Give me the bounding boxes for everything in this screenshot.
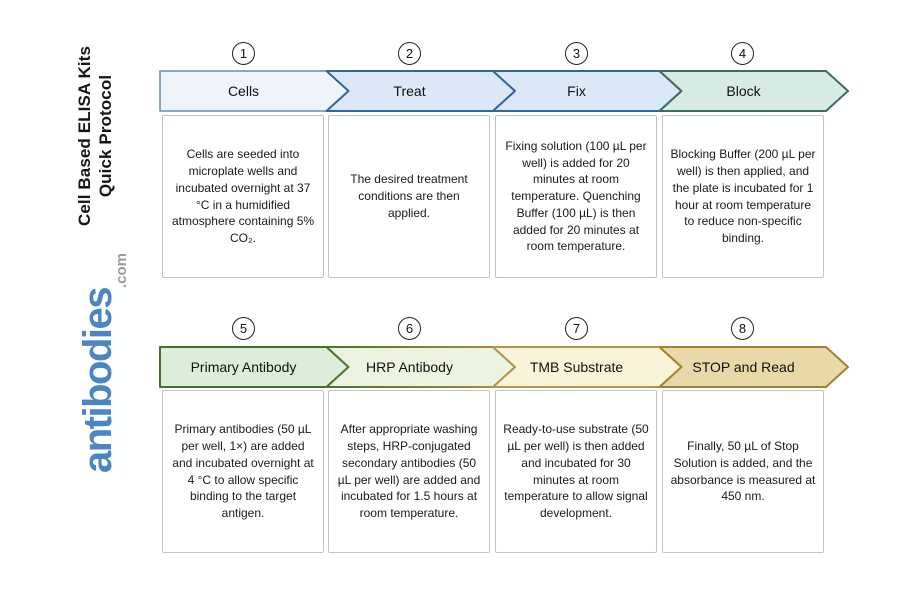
step-number-badge-5: 5 (232, 317, 255, 340)
step-arrow-label-fix: Fix (567, 83, 586, 99)
step-arrow-label-stop-and-read: STOP and Read (692, 359, 795, 375)
step-description-block: Blocking Buffer (200 µL per well) is the… (662, 115, 824, 278)
step-number-badge-1: 1 (232, 42, 255, 65)
step-arrow-block (658, 70, 849, 112)
step-arrow-row-2 (159, 346, 849, 388)
page-title-line2: Quick Protocol (96, 74, 115, 198)
step-description-tmb-substrate: Ready-to-use substrate (50 µL per well) … (495, 390, 657, 553)
step-number-badge-4: 4 (731, 42, 754, 65)
step-description-hrp-antibody: After appropriate washing steps, HRP-con… (328, 390, 490, 553)
antibodies-logo: antibodies.com (76, 228, 136, 498)
step-number-badge-6: 6 (398, 317, 421, 340)
step-arrow-label-treat: Treat (393, 83, 426, 99)
step-number-badge-2: 2 (398, 42, 421, 65)
step-description-cells: Cells are seeded into microplate wells a… (162, 115, 324, 278)
step-arrow-label-primary-antibody: Primary Antibody (190, 359, 297, 375)
step-arrow-row-1 (159, 70, 849, 112)
step-description-stop-and-read: Finally, 50 µL of Stop Solution is added… (662, 390, 824, 553)
step-arrow-label-cells: Cells (227, 83, 260, 99)
step-description-treat: The desired treatment conditions are the… (328, 115, 490, 278)
step-number-badge-7: 7 (565, 317, 588, 340)
page-title: Cell Based ELISA Kits Quick Protocol (74, 41, 118, 231)
page-title-line1: Cell Based ELISA Kits (75, 45, 94, 227)
logo-wordmark: antibodies (76, 288, 120, 474)
step-arrow-label-tmb-substrate: TMB Substrate (529, 359, 624, 375)
logo-domain-suffix: .com (113, 252, 130, 288)
step-arrow-label-block: Block (726, 83, 761, 99)
step-arrow-stop-and-read (658, 346, 849, 388)
step-description-fix: Fixing solution (100 µL per well) is add… (495, 115, 657, 278)
step-arrow-label-hrp-antibody: HRP Antibody (366, 359, 453, 375)
step-number-badge-8: 8 (731, 317, 754, 340)
step-description-primary-antibody: Primary antibodies (50 µL per well, 1×) … (162, 390, 324, 553)
step-number-badge-3: 3 (565, 42, 588, 65)
